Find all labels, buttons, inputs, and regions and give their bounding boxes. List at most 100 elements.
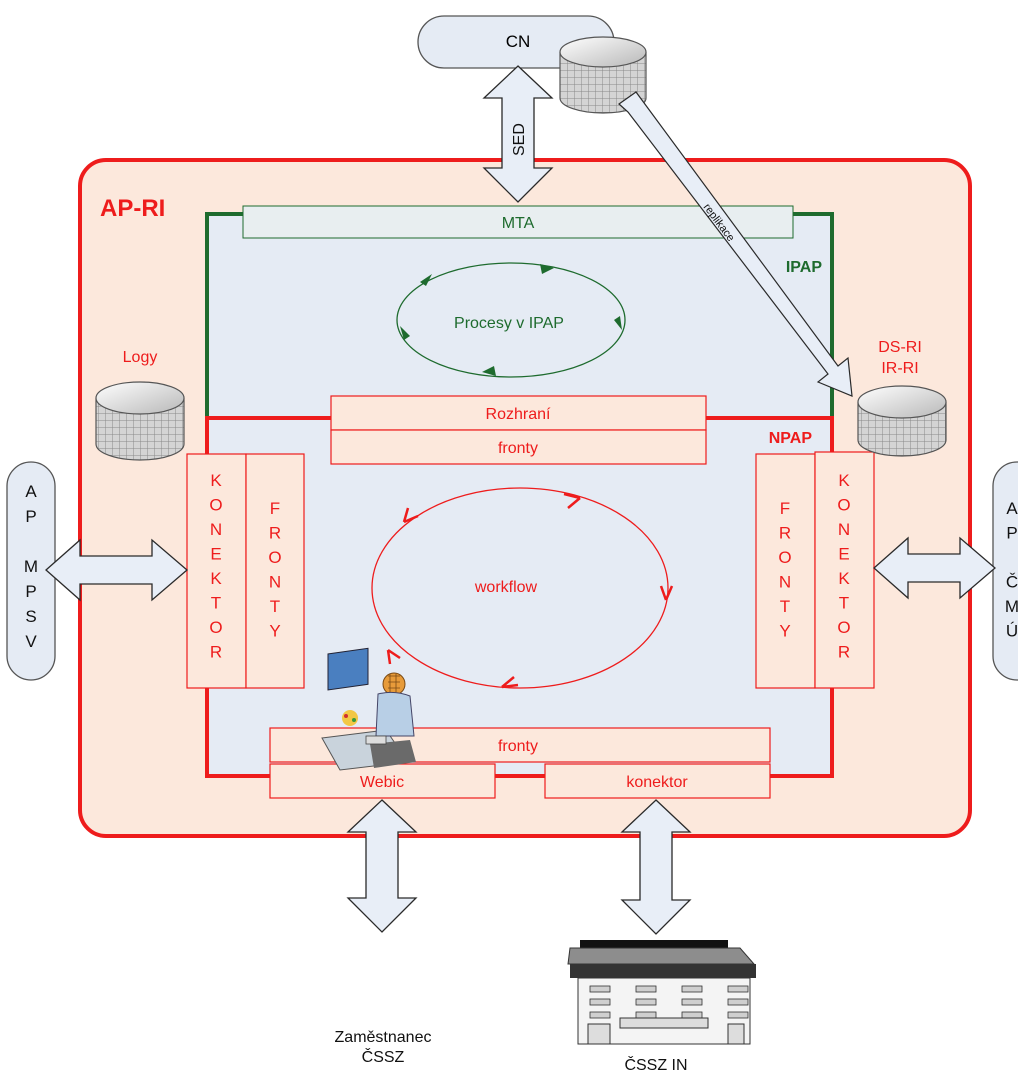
left-queues-letter-1: R	[269, 524, 281, 543]
building-window	[589, 985, 611, 993]
workflow-label: workflow	[474, 579, 538, 596]
left-connector-letter-7: R	[210, 643, 222, 662]
left-queues-box	[245, 453, 305, 689]
left-queues-letter-4: T	[270, 597, 280, 616]
right-queues-letter-3: N	[779, 573, 791, 592]
connector-bottom-box	[544, 763, 771, 799]
registry-database-icon	[857, 385, 947, 457]
cmu-arrow	[873, 536, 996, 600]
sed-label: SED	[511, 123, 528, 156]
ap-ri-label: AP-RI	[100, 195, 165, 222]
right-queues-letter-5: Y	[779, 622, 790, 641]
mpsv-arrow	[45, 538, 188, 602]
right-queues-box	[755, 453, 816, 689]
ap-mpsv-letter-1: P	[25, 507, 36, 526]
workflow-cycle: workflow	[371, 487, 674, 689]
logs-label: Logy	[123, 349, 158, 366]
interface-box	[330, 395, 707, 431]
building-window	[589, 998, 611, 1006]
right-connector-letter-6: O	[837, 618, 850, 637]
ds-ri-label: DS-RI	[878, 339, 922, 356]
right-connector-box	[814, 451, 875, 689]
building-window	[589, 1011, 611, 1019]
webic-label: Webic	[360, 774, 404, 791]
ap-mpsv-letter-5: S	[25, 607, 36, 626]
right-connector-letter-2: N	[838, 520, 850, 539]
left-queues-letter-2: O	[268, 548, 281, 567]
queues-top-box	[330, 429, 707, 465]
ap-mpsv-letter-0: A	[25, 482, 37, 501]
ap-cmu-letter-4: M	[1005, 597, 1018, 616]
employee-label-line1: Zaměstnanec	[335, 1029, 432, 1046]
building-window	[681, 985, 703, 993]
employee-label-line2: ČSSZ	[362, 1047, 405, 1066]
ap-cmu-letter-3: Č	[1006, 573, 1018, 592]
building-window	[681, 1011, 703, 1019]
cn-database-icon	[559, 36, 647, 114]
left-connector-letter-6: O	[209, 618, 222, 637]
left-queues-letter-3: N	[269, 573, 281, 592]
right-queues-letter-4: T	[780, 597, 790, 616]
left-connector-letter-1: O	[209, 496, 222, 515]
right-connector-letter-4: K	[838, 569, 850, 588]
left-connector-box	[186, 453, 247, 689]
logs-database-icon	[95, 381, 185, 461]
building-window	[727, 1011, 749, 1019]
ap-mpsv-letter-4: P	[25, 582, 36, 601]
left-connector-letter-4: K	[210, 569, 222, 588]
npap-label: NPAP	[769, 430, 813, 447]
right-connector-letter-3: E	[838, 545, 849, 564]
interface-label: Rozhraní	[486, 406, 551, 423]
building-window	[727, 998, 749, 1006]
cssz-in-label: ČSSZ IN	[624, 1055, 687, 1074]
mta-label: MTA	[502, 215, 535, 232]
ap-mpsv-letter-6: V	[25, 632, 37, 651]
building-window	[635, 985, 657, 993]
left-connector-letter-2: N	[210, 520, 222, 539]
left-connector-letter-0: K	[210, 471, 222, 490]
ap-cmu-letter-5: Ú	[1006, 622, 1018, 641]
right-queues-letter-1: R	[779, 524, 791, 543]
left-connector-letter-3: E	[210, 545, 221, 564]
right-connector-letter-5: T	[839, 594, 849, 613]
right-connector-letter-7: R	[838, 643, 850, 662]
ap-cmu-node: AP ČMÚ	[992, 461, 1018, 681]
mta-box	[242, 205, 794, 239]
left-connector-letter-5: T	[211, 594, 221, 613]
right-queues-letter-0: F	[780, 499, 790, 518]
cssz-in-arrow	[620, 799, 692, 935]
sed-arrow: SED	[482, 65, 554, 203]
employee-icon	[321, 647, 416, 771]
building-window	[635, 1011, 657, 1019]
ipap-process-label: Procesy v IPAP	[454, 315, 564, 332]
ipap-process-cycle: Procesy v IPAP	[396, 262, 626, 378]
ir-ri-label: IR-RI	[881, 360, 918, 377]
npap-box	[205, 416, 834, 778]
ap-mpsv-letter-3: M	[24, 557, 38, 576]
webic-box	[269, 763, 496, 799]
right-connector-letter-0: K	[838, 471, 850, 490]
left-queues-letter-0: F	[270, 499, 280, 518]
building-icon	[567, 940, 756, 1045]
ap-cmu-letter-1: P	[1006, 524, 1017, 543]
left-queues-letter-5: Y	[269, 622, 280, 641]
building-window	[727, 985, 749, 993]
building-window	[635, 998, 657, 1006]
ap-cmu-letter-0: A	[1006, 499, 1018, 518]
building-window	[681, 998, 703, 1006]
connector-bottom-label: konektor	[626, 774, 688, 791]
ap-cmu-letters: AP ČMÚ	[1005, 499, 1018, 641]
cn-label: CN	[506, 32, 531, 51]
webic-arrow	[346, 799, 418, 933]
right-queues-letter-2: O	[778, 548, 791, 567]
ipap-box	[205, 212, 834, 426]
right-connector-letter-1: O	[837, 496, 850, 515]
ipap-label: IPAP	[786, 259, 822, 276]
